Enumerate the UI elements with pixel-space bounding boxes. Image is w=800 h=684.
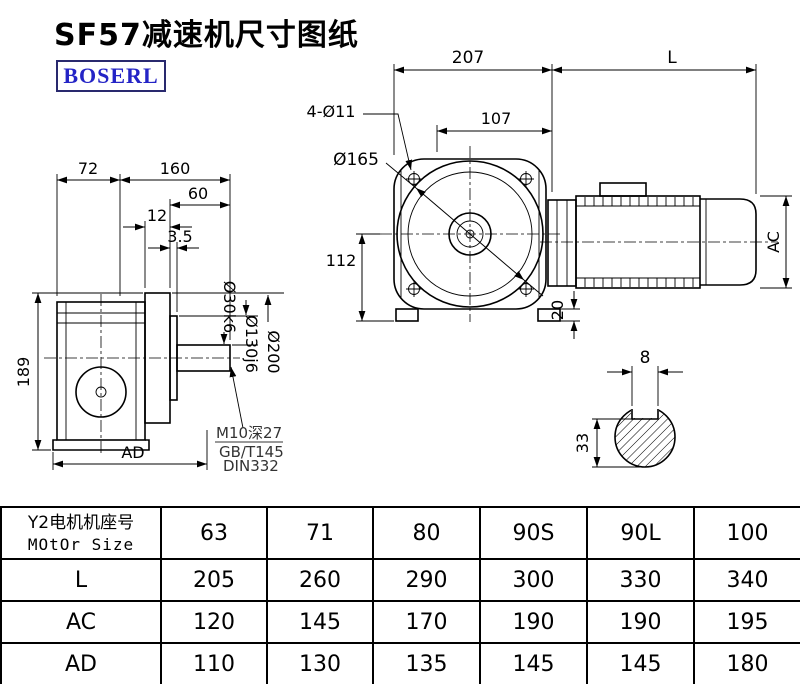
dim-AD-label: AD — [121, 443, 144, 462]
page-title: SF57减速机尺寸图纸 — [54, 18, 359, 53]
dim-8-label: 8 — [640, 348, 651, 368]
dim-107-label: 107 — [481, 109, 512, 128]
motor-frame-label-cn: Y2电机机座号 — [27, 513, 135, 534]
brand-logo-text: BOSERL — [63, 63, 159, 88]
note-gb-standard-label: GB/T145 — [219, 443, 284, 461]
col-header-80: 80 — [372, 506, 481, 560]
table-cell: 180 — [693, 642, 800, 684]
table-cell: 110 — [160, 642, 268, 684]
col-header-63: 63 — [160, 506, 268, 560]
table-cell: 195 — [693, 600, 800, 644]
col-header-71: 71 — [266, 506, 374, 560]
table-cell: 260 — [266, 558, 374, 602]
col-header-100: 100 — [693, 506, 800, 560]
table-cell: 340 — [693, 558, 800, 602]
motor-adapter — [547, 199, 577, 287]
table-cell: 300 — [479, 558, 588, 602]
shaft-section-view: 8 33 — [573, 348, 683, 468]
brand-logo: BOSERL — [56, 60, 166, 92]
motor-size-table: Y2电机机座号 MOtOr Size 63 71 80 90S 90L 100 … — [0, 506, 800, 684]
table-cell: 145 — [266, 600, 374, 644]
row-label-L: L — [0, 558, 162, 602]
side-view: 72 160 60 12 3.5 189 — [14, 159, 284, 475]
dim-bolt-holes-label: 4-Ø11 — [307, 102, 356, 121]
table-cell: 170 — [372, 600, 481, 644]
table-corner-cell: Y2电机机座号 MOtOr Size — [0, 506, 162, 560]
table-row-AD: AD 110 130 135 145 145 180 — [0, 642, 800, 684]
table-cell: 145 — [586, 642, 695, 684]
dim-3-5-label: 3.5 — [167, 227, 192, 246]
col-header-90l: 90L — [586, 506, 695, 560]
table-cell: 330 — [586, 558, 695, 602]
table-row-AC: AC 120 145 170 190 190 195 — [0, 600, 800, 644]
dim-spigot-diameter-label: Ø130j6 — [242, 315, 261, 373]
note-din-standard-label: DIN332 — [223, 457, 279, 475]
table-cell: 130 — [266, 642, 374, 684]
table-cell: 205 — [160, 558, 268, 602]
table-cell: 190 — [479, 600, 588, 644]
table-cell: 190 — [586, 600, 695, 644]
table-cell: 290 — [372, 558, 481, 602]
dim-20-label: 20 — [548, 300, 567, 320]
dim-flange-diameter-label: Ø200 — [264, 330, 283, 373]
dim-shaft-diameter-label: Ø30k6 — [220, 281, 239, 333]
table-row-L: L 205 260 290 300 330 340 — [0, 558, 800, 602]
table-header-row: Y2电机机座号 MOtOr Size 63 71 80 90S 90L 100 — [0, 506, 800, 560]
dim-33-label: 33 — [573, 433, 592, 453]
col-header-90s: 90S — [479, 506, 588, 560]
dim-165-label: Ø165 — [333, 150, 379, 170]
note-tap-label: M10深27 — [216, 424, 282, 442]
dim-12-label: 12 — [147, 206, 167, 225]
front-view: 207 L 4-Ø11 107 Ø165 112 — [307, 48, 792, 339]
terminal-box — [599, 182, 647, 197]
row-label-AD: AD — [0, 642, 162, 684]
dim-72-label: 72 — [78, 159, 98, 178]
dim-160-label: 160 — [160, 159, 191, 178]
mounting-foot — [537, 308, 561, 322]
row-label-AC: AC — [0, 600, 162, 644]
front-view-dimensions: 207 L 4-Ø11 107 Ø165 112 — [307, 48, 792, 339]
dim-AC-label: AC — [764, 231, 783, 253]
table-cell: 120 — [160, 600, 268, 644]
mounting-foot — [395, 308, 419, 322]
dim-112-label: 112 — [326, 251, 357, 270]
dim-L-label: L — [667, 48, 677, 68]
table-cell: 145 — [479, 642, 588, 684]
side-view-dimensions: 72 160 60 12 3.5 189 — [14, 159, 284, 475]
table-cell: 135 — [372, 642, 481, 684]
keyway — [631, 409, 659, 420]
side-view-outline — [44, 292, 240, 456]
dim-60-label: 60 — [188, 184, 208, 203]
dim-189-label: 189 — [14, 357, 33, 388]
technical-drawing: 72 160 60 12 3.5 189 — [14, 48, 792, 475]
front-view-outline — [380, 146, 778, 322]
motor-frame-label-en: MOtOr Size — [27, 534, 135, 554]
dim-207-label: 207 — [452, 48, 484, 68]
